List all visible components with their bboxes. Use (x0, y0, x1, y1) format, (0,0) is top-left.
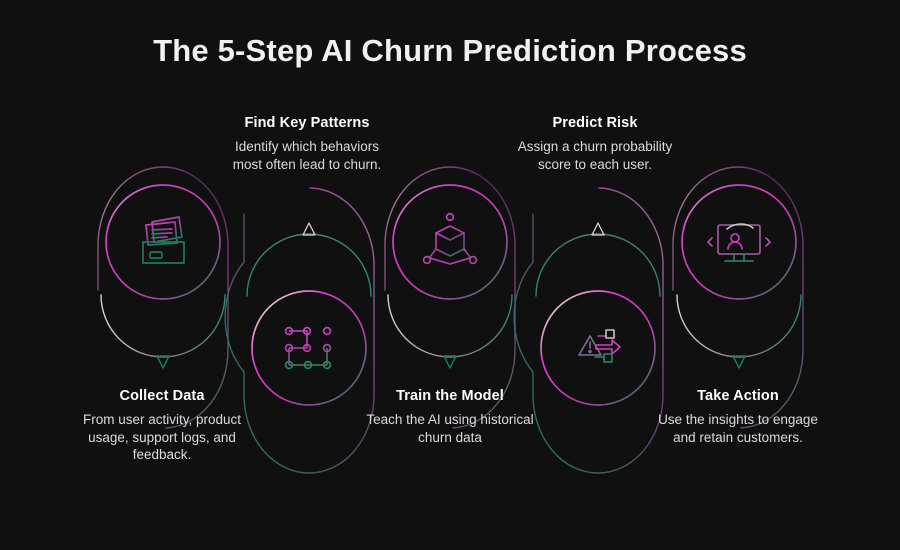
step-1-group (97, 166, 229, 429)
cube-model-nodes-icon (422, 212, 478, 265)
step-4-stadium (513, 187, 664, 474)
monitor-user-icon (707, 223, 771, 262)
step-4-description: Assign a churn probability score to each… (517, 139, 673, 172)
page-title: The 5-Step AI Churn Prediction Process (153, 33, 747, 68)
step-1-stadium (97, 166, 229, 429)
step-5-ring (681, 184, 797, 300)
step-5-group (672, 166, 804, 429)
step-2-heading: Find Key Patterns (244, 115, 370, 131)
warning-triangle-arrow-icon (578, 329, 621, 363)
step-5-description: Use the insights to engage and retain cu… (658, 412, 818, 445)
step-2-stadium (224, 187, 375, 474)
step-5-arrow (732, 316, 746, 369)
documents-folder-icon (142, 216, 185, 264)
step-2-arrow (302, 222, 316, 274)
step-3-group (384, 166, 516, 429)
step-1-ring (105, 184, 221, 300)
step-3-stadium (384, 166, 516, 429)
step-3-ring (392, 184, 508, 300)
step-5-heading: Take Action (697, 388, 779, 404)
step-2-description: Identify which behaviors most often lead… (232, 139, 382, 172)
step-3-arrow (443, 316, 457, 369)
step-5-stadium (672, 166, 804, 429)
step-1-arrow (156, 316, 170, 369)
step-3-description: Teach the AI using historical churn data (366, 412, 534, 445)
step-4-ring (540, 290, 656, 406)
step-1-heading: Collect Data (119, 388, 205, 404)
node-network-pattern-icon (284, 326, 332, 370)
step-4-arrow (591, 222, 605, 274)
step-2-ring (251, 290, 367, 406)
step-4-heading: Predict Risk (552, 115, 638, 131)
step-3-heading: Train the Model (396, 388, 504, 404)
step-2-group (224, 187, 375, 474)
step-4-group (513, 187, 664, 474)
step-1-description: From user activity, product usage, suppo… (82, 412, 242, 463)
